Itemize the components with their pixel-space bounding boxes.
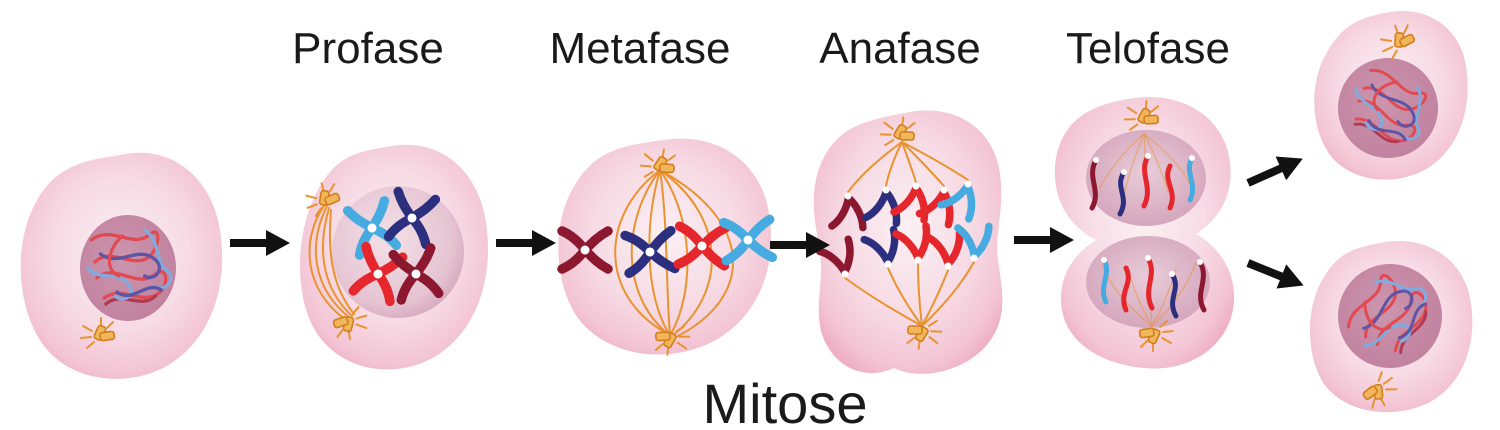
daughter-cell-bottom — [1309, 241, 1473, 414]
label-telofase: Telofase — [1066, 24, 1230, 73]
anafase-cell — [813, 110, 1003, 374]
label-metafase: Metafase — [549, 24, 731, 73]
interphase-cell — [20, 152, 223, 379]
arrow-profase-to-metafase — [496, 230, 556, 256]
arrow-to-daughter-top — [1242, 146, 1309, 195]
nucleus — [80, 215, 176, 321]
daughter-cell-top — [1314, 11, 1468, 180]
label-anafase: Anafase — [819, 24, 981, 73]
spindle-fibers — [308, 203, 355, 321]
label-profase: Profase — [292, 24, 444, 73]
arrow-interphase-to-profase — [230, 230, 290, 256]
arrow-anafase-to-telofase — [1014, 227, 1074, 253]
metafase-cell — [558, 138, 772, 358]
telofase-cell — [1054, 97, 1235, 369]
profase-cell — [300, 144, 488, 370]
spindle-fibers — [844, 141, 975, 327]
arrow-to-daughter-bottom — [1243, 250, 1309, 298]
nucleus — [1338, 58, 1438, 158]
diagram-title: Mitose — [702, 372, 868, 430]
cell-membrane — [558, 138, 772, 355]
